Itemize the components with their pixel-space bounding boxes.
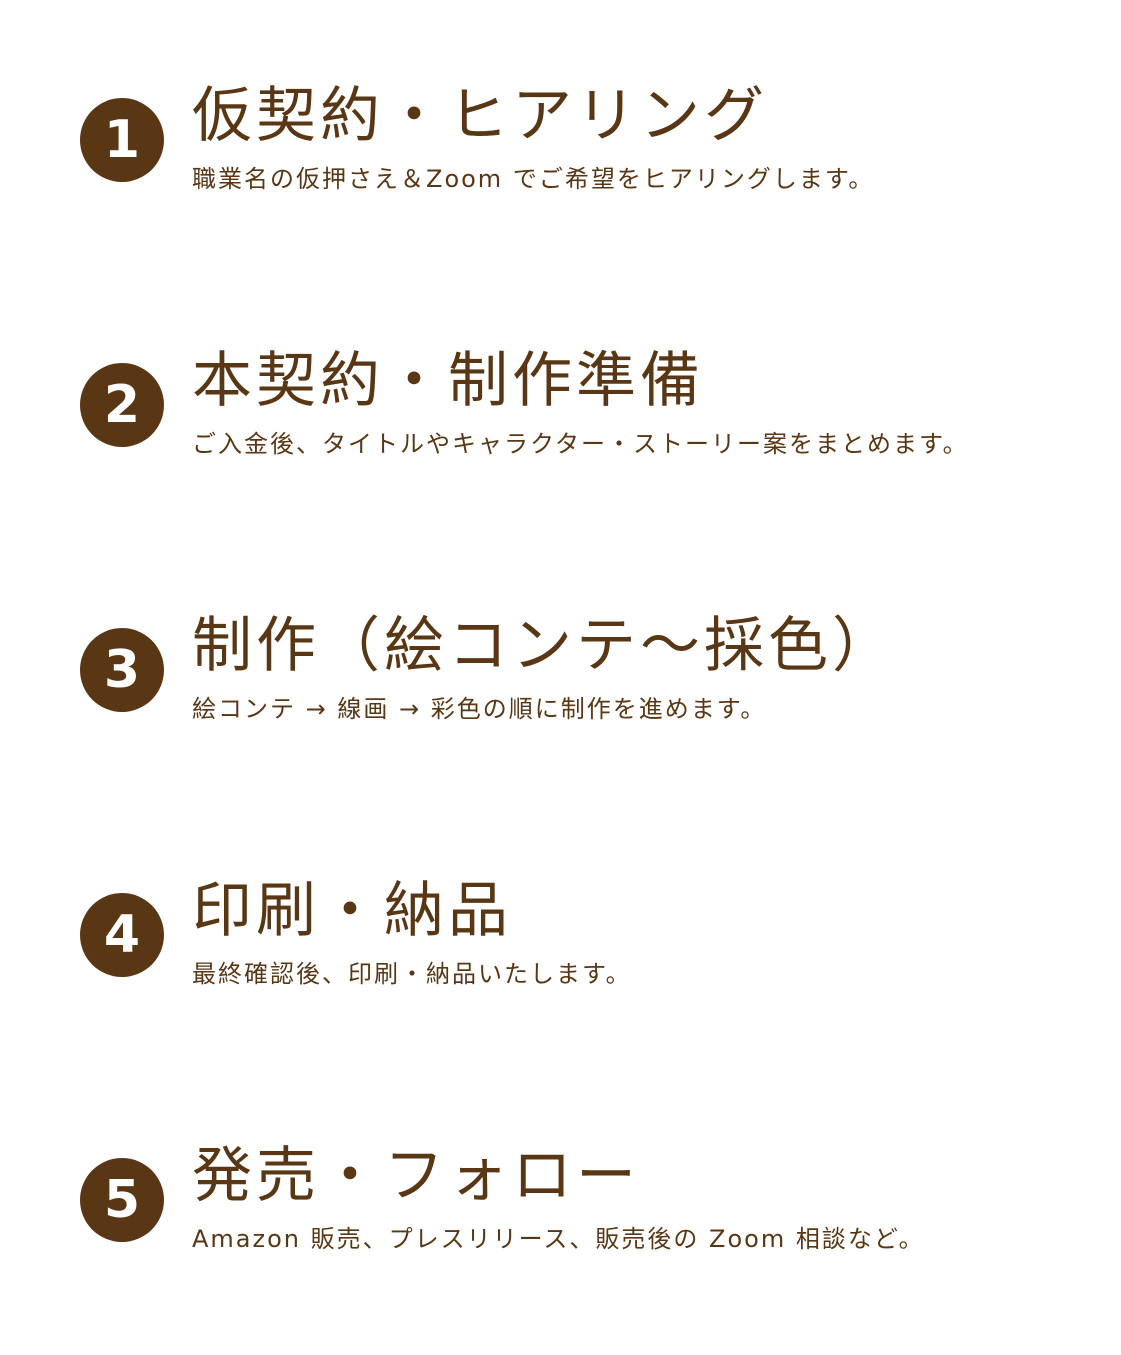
- step-title: 本契約・制作準備: [192, 346, 704, 416]
- step-item: 5 発売・フォロー Amazon 販売、プレスリリース、販売後の Zoom 相談…: [80, 1140, 1080, 1290]
- step-description: 絵コンテ → 線画 → 彩色の順に制作を進めます。: [192, 695, 767, 723]
- step-number-badge: 1: [80, 98, 164, 182]
- step-item: 2 本契約・制作準備 ご入金後、タイトルやキャラクター・ストーリー案をまとめます…: [80, 345, 1080, 495]
- step-title: 制作（絵コンテ〜採色）: [192, 611, 896, 681]
- step-item: 3 制作（絵コンテ〜採色） 絵コンテ → 線画 → 彩色の順に制作を進めます。: [80, 610, 1080, 760]
- step-number-badge: 2: [80, 363, 164, 447]
- step-item: 1 仮契約・ヒアリング 職業名の仮押さえ＆Zoom でご希望をヒアリングします。: [80, 80, 1080, 230]
- step-item: 4 印刷・納品 最終確認後、印刷・納品いたします。: [80, 875, 1080, 1025]
- step-title: 発売・フォロー: [192, 1141, 640, 1211]
- step-description: Amazon 販売、プレスリリース、販売後の Zoom 相談など。: [192, 1225, 925, 1253]
- step-number-badge: 4: [80, 893, 164, 977]
- step-description: 最終確認後、印刷・納品いたします。: [192, 960, 632, 988]
- step-title: 仮契約・ヒアリング: [192, 81, 768, 151]
- step-number-badge: 5: [80, 1158, 164, 1242]
- step-description: ご入金後、タイトルやキャラクター・ストーリー案をまとめます。: [192, 430, 969, 458]
- step-number-badge: 3: [80, 628, 164, 712]
- step-description: 職業名の仮押さえ＆Zoom でご希望をヒアリングします。: [192, 165, 875, 193]
- step-title: 印刷・納品: [192, 876, 512, 946]
